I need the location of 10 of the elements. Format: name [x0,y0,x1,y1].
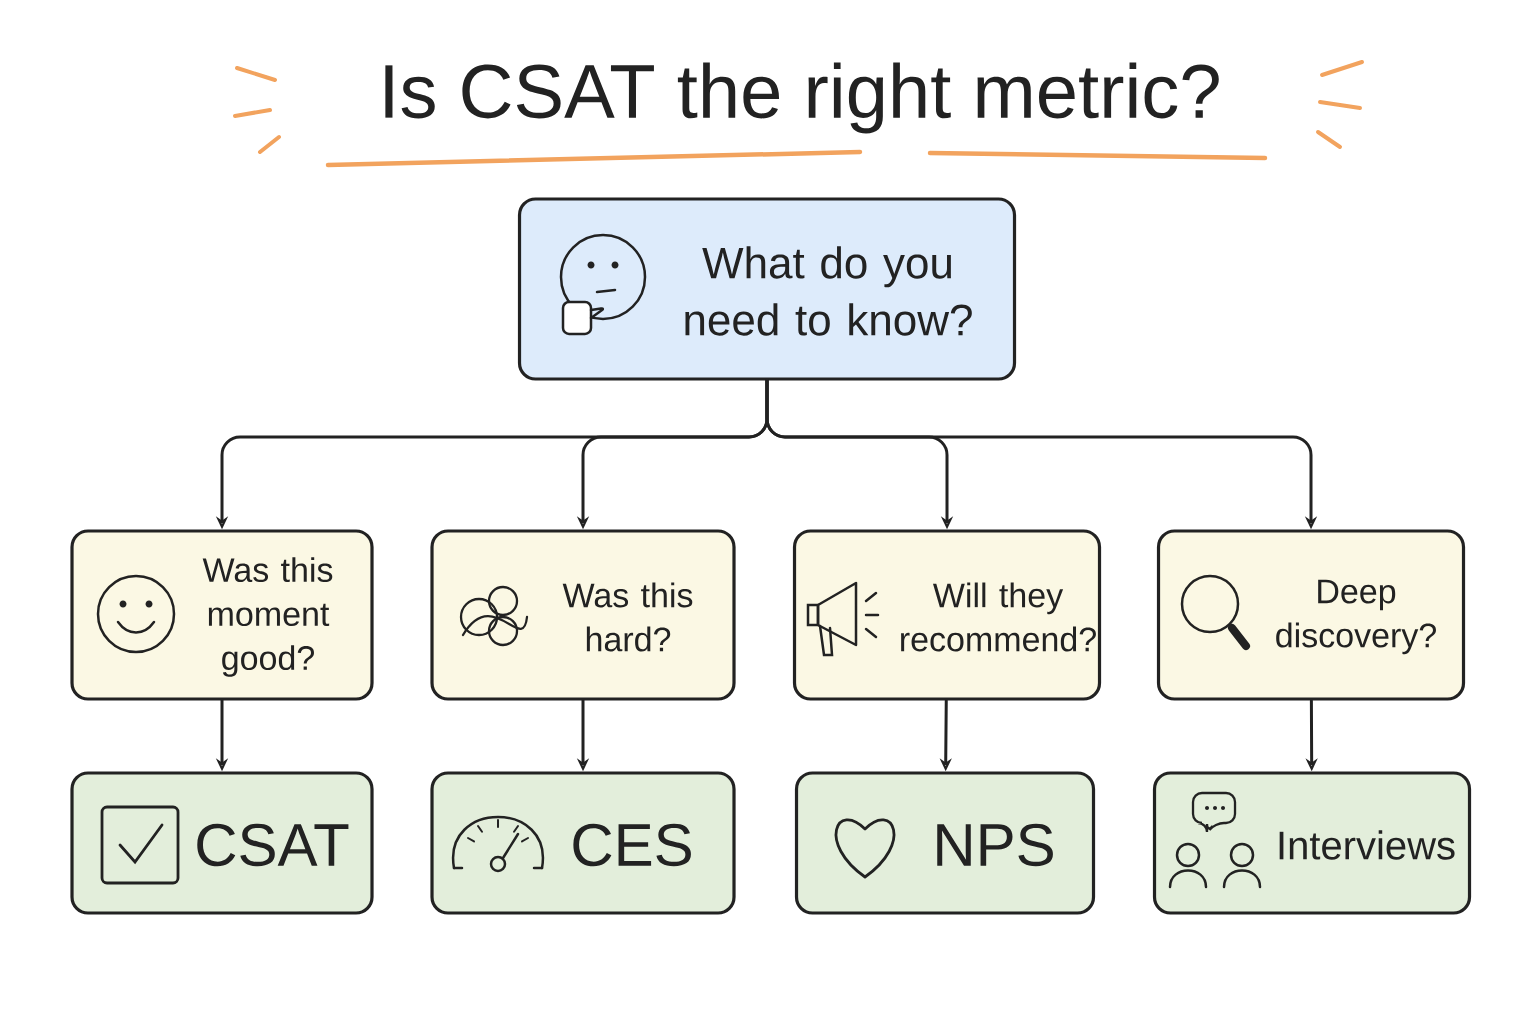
question-box: What do you need to know? [517,197,1017,381]
answer-box: CES [430,771,736,915]
title: Is CSAT the right metric? [385,62,1219,134]
question-box: Will they recommend? [792,529,1102,701]
question-box: Was this hard? [430,529,736,701]
question-box: Was this moment good? [70,529,374,701]
answer-box: Interviews [1152,771,1472,915]
answer-box: NPS [794,771,1096,915]
question-box: Deep discovery? [1156,529,1466,701]
answer-box: CSAT [70,771,374,915]
